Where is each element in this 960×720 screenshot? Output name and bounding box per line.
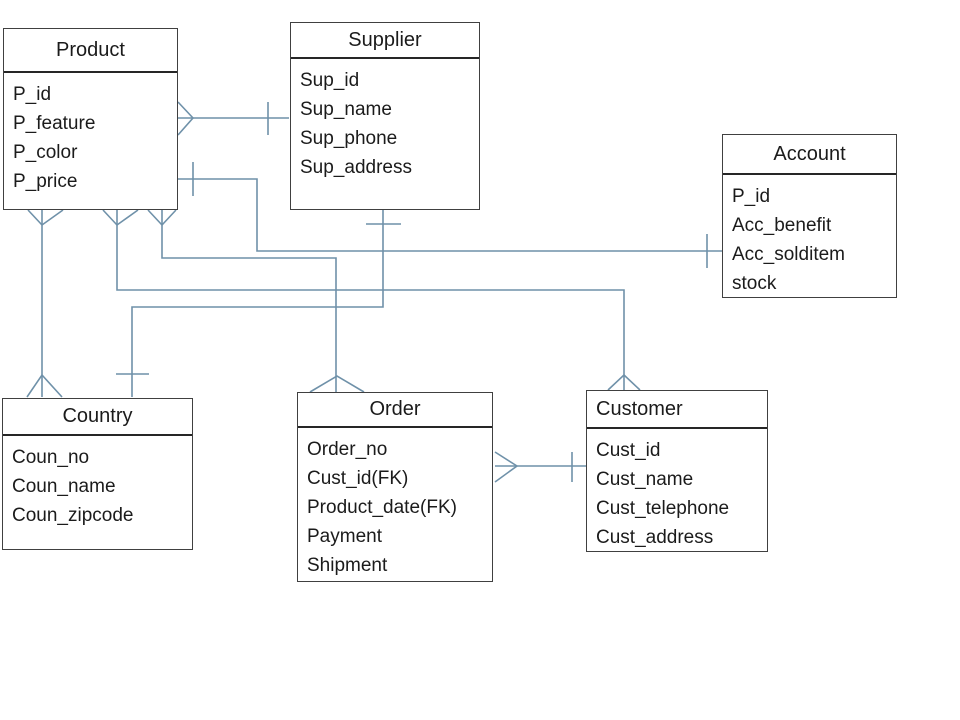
field: Shipment	[307, 555, 388, 576]
field: Acc_benefit	[732, 215, 832, 236]
connector-product-order	[147, 209, 365, 393]
field: Acc_solditem	[732, 244, 845, 265]
entity-account-fields: P_id Acc_benefit Acc_solditem stock	[723, 175, 896, 298]
connector-supplier-country	[116, 210, 401, 397]
entity-customer-fields: Cust_id Cust_name Cust_telephone Cust_ad…	[587, 429, 767, 552]
entity-product: Product P_id P_feature P_color P_price	[3, 28, 178, 210]
field: Cust_address	[596, 527, 714, 548]
entity-order-title: Order	[298, 393, 492, 428]
connector-order-customer	[494, 451, 586, 483]
entity-account-title: Account	[723, 135, 896, 175]
entity-country-fields: Coun_no Coun_name Coun_zipcode	[3, 436, 192, 530]
many-marker-product-end	[147, 209, 177, 227]
entity-order: Order Order_no Cust_id(FK) Product_date(…	[297, 392, 493, 582]
field: P_id	[13, 84, 52, 105]
entity-supplier-fields: Sup_id Sup_name Sup_phone Sup_address	[291, 59, 479, 182]
many-marker-order-end	[309, 375, 365, 393]
field: Payment	[307, 526, 382, 547]
entity-supplier-title: Supplier	[291, 23, 479, 59]
entity-country-title: Country	[3, 399, 192, 436]
connector-product-country	[26, 209, 64, 398]
field: P_color	[13, 142, 78, 163]
field: P_id	[732, 186, 771, 207]
field: Cust_name	[596, 469, 694, 490]
field: Cust_id	[596, 440, 661, 461]
entity-account: Account P_id Acc_benefit Acc_solditem st…	[722, 134, 897, 298]
field: P_price	[13, 171, 78, 192]
field: Cust_id(FK)	[307, 468, 409, 489]
field: Order_no	[307, 439, 388, 460]
field: Sup_name	[300, 99, 392, 120]
connector-product-supplier	[177, 101, 289, 136]
connector-product-account	[178, 162, 722, 268]
field: Coun_name	[12, 476, 116, 497]
field: Cust_telephone	[596, 498, 730, 519]
entity-order-fields: Order_no Cust_id(FK) Product_date(FK) Pa…	[298, 428, 492, 580]
many-marker-order-end	[494, 451, 519, 483]
field: Sup_address	[300, 157, 412, 178]
field: Coun_zipcode	[12, 505, 134, 526]
entity-product-title: Product	[4, 29, 177, 73]
field: stock	[732, 273, 777, 294]
entity-customer-title: Customer	[587, 391, 767, 429]
entity-product-fields: P_id P_feature P_color P_price	[4, 73, 177, 196]
many-marker-customer-end	[607, 373, 641, 391]
connector-product-customer	[102, 209, 641, 391]
many-marker-product-end	[177, 101, 195, 136]
field: Sup_id	[300, 70, 360, 91]
entity-country: Country Coun_no Coun_name Coun_zipcode	[2, 398, 193, 550]
field: Product_date(FK)	[307, 497, 457, 518]
many-marker-country-end	[26, 373, 63, 398]
field: P_feature	[13, 113, 96, 134]
field: Sup_phone	[300, 128, 398, 149]
many-marker-product-end	[102, 209, 139, 227]
field: Coun_no	[12, 447, 90, 468]
many-marker-product-end	[27, 209, 64, 227]
entity-customer: Customer Cust_id Cust_name Cust_telephon…	[586, 390, 768, 552]
entity-supplier: Supplier Sup_id Sup_name Sup_phone Sup_a…	[290, 22, 480, 210]
